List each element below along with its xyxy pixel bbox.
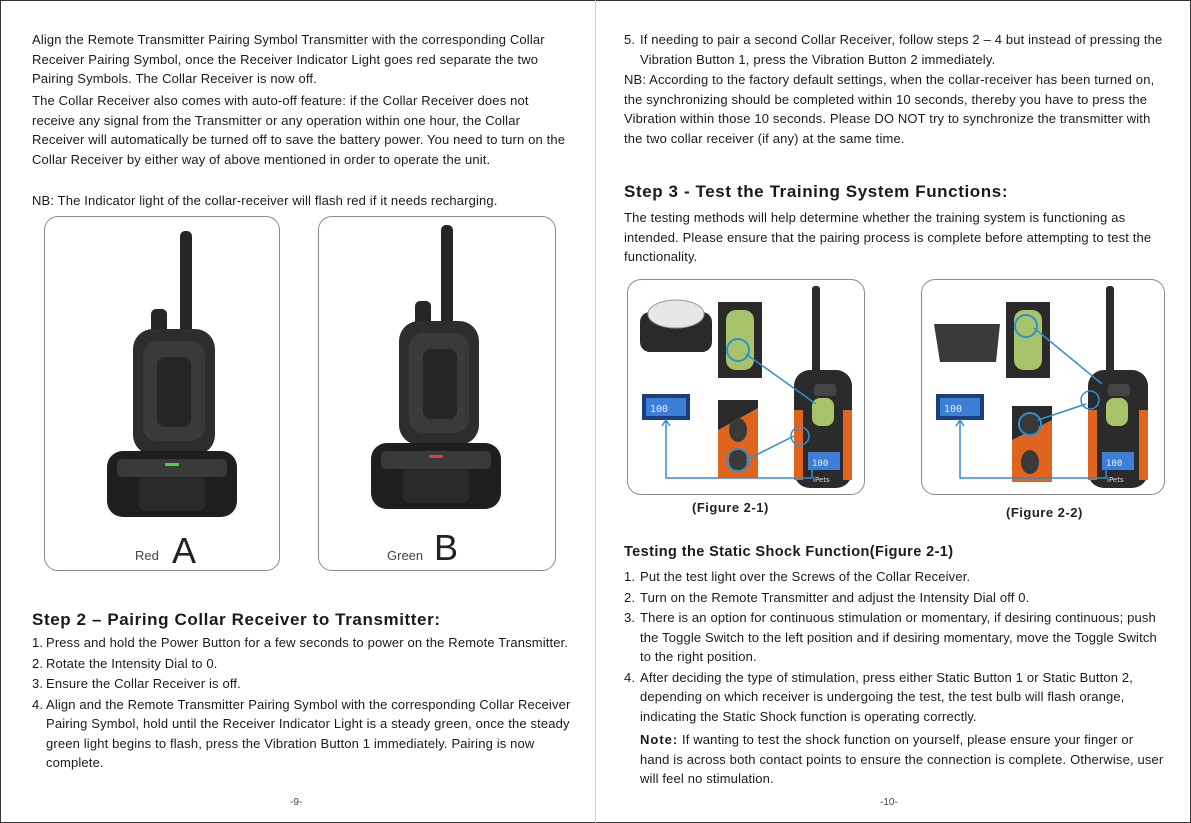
caption-letter-b: B [434,527,459,568]
step2-item-3: 3. Ensure the Collar Receiver is off. [32,674,572,694]
figure-2-1-lcd-device: 100 [812,459,828,469]
indicator-light-a [165,463,179,466]
photo-receiver-b: Green B [318,216,556,571]
photo-receiver-a: Red A [44,216,280,571]
note-label: Note: [640,732,679,747]
step2-heading: Step 2 – Pairing Collar Receiver to Tran… [32,610,441,629]
static-note-text: Note: If wanting to test the shock funct… [640,730,1164,789]
step2-item-3-text: Ensure the Collar Receiver is off. [46,676,241,691]
figure-2-1-caption: (Figure 2-1) [692,500,769,515]
step2-item-1-num: 1. [32,635,44,650]
page-divider [595,0,596,823]
static-note-indent [624,730,640,789]
figure-2-1-lcd-left: 100 [650,404,668,415]
static-note: Note: If wanting to test the shock funct… [624,730,1164,789]
figure-2-2-illustration: 100 100 iPets [934,286,1148,488]
figure-2-2-brand: iPets [1107,476,1124,484]
right-item-5-text: If needing to pair a second Collar Recei… [640,32,1163,67]
right-nb-text: NB: According to the factory default set… [624,72,1155,146]
static-item-3-num: 3. [624,610,636,625]
page-number-left: -9- [290,797,303,808]
step3-heading: Step 3 - Test the Training System Functi… [624,182,1009,201]
static-item-2-num: 2. [624,589,636,605]
page-number-right: -10- [880,797,898,808]
static-item-3-text: There is an option for continuous stimul… [640,610,1157,664]
figure-2-1-brand: iPets [813,476,830,484]
receiver-a-illustration [107,231,237,517]
step2-item-1: 1. Press and hold the Power Button for a… [32,633,572,653]
caption-green: Green [387,548,424,563]
figure-2-2-caption: (Figure 2-2) [1006,505,1083,520]
figure-2-2-lcd-left: 100 [944,404,962,415]
left-para-1-text: Align the Remote Transmitter Pairing Sym… [32,32,545,86]
left-para-2-text: The Collar Receiver also comes with auto… [32,93,566,167]
static-item-2-text: Turn on the Remote Transmitter and adjus… [640,589,1030,605]
right-item-5-num: 5. [624,32,636,47]
note-body: If wanting to test the shock function on… [640,732,1164,786]
caption-red: Red [135,548,159,563]
step2-item-4: 4. Align and the Remote Transmitter Pair… [32,695,572,773]
step2-item-2: 2. Rotate the Intensity Dial to 0. [32,654,572,674]
receiver-b-illustration [371,225,501,509]
step2-item-2-num: 2. [32,655,44,671]
step2-item-1-text: Press and hold the Power Button for a fe… [46,635,569,650]
step2-item-2-text: Rotate the Intensity Dial to 0. [46,655,218,671]
static-item-4-text: After deciding the type of stimulation, … [640,669,1134,724]
step2-item-4-num: 4. [32,696,44,712]
right-item-5: 5. If needing to pair a second Collar Re… [624,30,1164,69]
left-para-3: NB: The Indicator light of the collar-re… [32,191,572,211]
indicator-light-b [429,455,443,458]
step3-para: The testing methods will help determine … [624,208,1164,267]
static-item-2: 2. Turn on the Remote Transmitter and ad… [624,588,1164,608]
step2-list: 1. Press and hold the Power Button for a… [32,633,572,773]
static-item-1-num: 1. [624,569,636,584]
figure-2-2: 100 100 iPets [921,279,1165,495]
right-item-5-row: 5. If needing to pair a second Collar Re… [624,30,1164,69]
figure-2-2-lcd-device: 100 [1106,459,1122,469]
static-item-1: 1. Put the test light over the Screws of… [624,567,1164,587]
left-para-2: The Collar Receiver also comes with auto… [32,91,572,169]
static-item-1-text: Put the test light over the Screws of th… [640,569,971,584]
figure-2-1-illustration: 100 100 iPets [640,286,852,488]
left-para-3-text: NB: The Indicator light of the collar-re… [32,193,498,208]
static-shock-heading: Testing the Static Shock Function(Figure… [624,544,954,560]
figure-2-1: 100 100 iPets [627,279,865,495]
static-shock-list: 1. Put the test light over the Screws of… [624,567,1164,789]
caption-letter-a: A [172,530,197,571]
right-nb-para: NB: According to the factory default set… [624,70,1164,148]
step3-text: The testing methods will help determine … [624,210,1152,264]
left-para-1: Align the Remote Transmitter Pairing Sym… [32,30,572,89]
step2-item-4-text: Align and the Remote Transmitter Pairing… [46,696,571,771]
static-item-4: 4. After deciding the type of stimulatio… [624,668,1164,727]
step2-item-3-num: 3. [32,676,44,691]
static-item-3: 3. There is an option for continuous sti… [624,608,1164,667]
static-item-4-num: 4. [624,669,636,685]
